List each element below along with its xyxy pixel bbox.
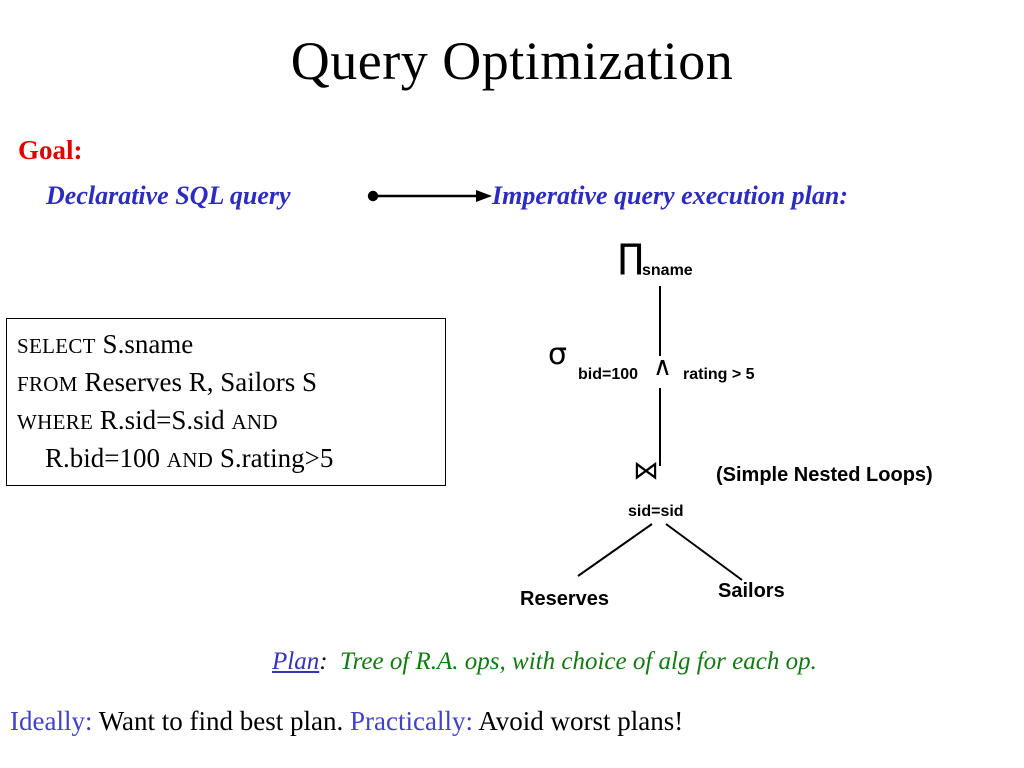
tree-edges [577,286,743,581]
sql-where-body: R.sid=S.sid [93,405,232,435]
practically-label: Practically: [350,706,473,736]
sql-line-where-cont: R.bid=100 AND S.rating>5 [45,443,333,475]
plan-caption-description-text: Tree of R.A. ops, with choice of alg for… [340,648,817,675]
tree-leaf-sailors: Sailors [718,580,785,602]
projection-operator-icon: ∏ [618,237,644,277]
practically-text: Avoid worst plans! [472,706,684,736]
sql-line-from: FROM Reserves R, Sailors S [17,367,317,399]
selection-predicate-rating: rating > 5 [683,366,755,383]
sql-predicate-bid: R.bid=100 [45,443,167,473]
selection-predicate-bid: bid=100 [578,366,639,383]
plan-caption-colon: : [319,648,328,675]
selection-operator-icon: σ [548,337,568,372]
join-predicate: sid=sid [628,503,684,520]
sql-predicate-rating: S.rating>5 [213,443,334,473]
projection-subscript: sname [642,262,693,279]
sql-keyword-where: WHERE [17,410,94,434]
page-title: Query Optimization [290,31,734,91]
sql-keyword-and-2: AND [166,448,214,472]
goal-label: Goal: [18,135,83,165]
sql-keyword-and-1: AND [231,410,278,434]
join-operator-icon: ⋈ [633,456,659,486]
sql-query-box: SELECT S.sname FROM Reserves R, Sailors … [6,318,446,486]
plan-caption: Plan: Tree of R.A. ops, with choice of a… [272,648,817,676]
ideally-label: Ideally: [10,706,93,736]
bottom-summary-line: Ideally: Want to find best plan. Practic… [10,706,683,736]
right-arrow-with-dot-icon [367,190,492,202]
ideally-text: Want to find best plan. [92,706,351,736]
sql-line-select: SELECT S.sname [17,329,193,361]
imperative-plan-label: Imperative query execution plan: [492,181,849,210]
sql-from-body: Reserves R, Sailors S [77,367,317,397]
sql-keyword-from: FROM [17,372,78,396]
declarative-query-label: Declarative SQL query [46,181,291,210]
query-plan-tree: ∏ sname σ bid=100 ∧ rating > 5 ⋈ sid=sid… [520,228,1024,618]
tree-leaf-reserves: Reserves [520,588,609,610]
plan-caption-description: Tree of R.A. ops, with choice of alg for… [328,648,817,675]
plan-caption-label: Plan [272,648,320,675]
sql-select-body: S.sname [95,329,194,359]
sql-line-where: WHERE R.sid=S.sid AND [17,405,278,437]
logical-and-icon: ∧ [653,352,673,382]
sql-keyword-select: SELECT [17,334,96,358]
join-algorithm-note: (Simple Nested Loops) [716,464,933,486]
